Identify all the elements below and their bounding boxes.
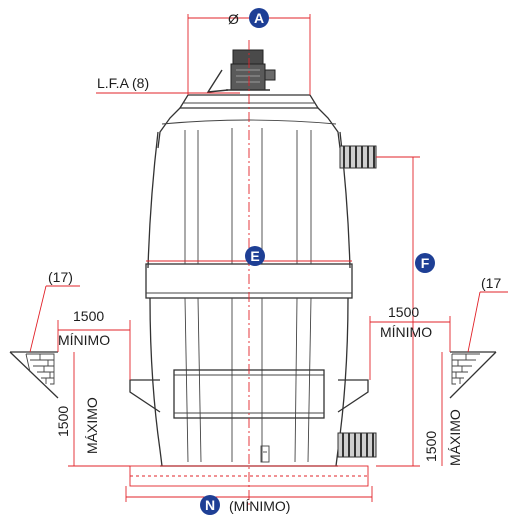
motor-assembly <box>206 49 276 93</box>
left-vertical-value: 1500 <box>55 406 71 437</box>
lower-pipe <box>337 432 377 458</box>
badge-n: N <box>200 495 220 515</box>
left-horizontal-value: 1500 <box>73 308 104 324</box>
ref-label-right: (17 <box>481 275 501 291</box>
svg-text:E: E <box>250 248 259 264</box>
right-vertical-note: MÁXIMO <box>447 409 463 466</box>
right-excavation <box>449 351 497 399</box>
badge-f: F <box>415 253 435 273</box>
left-vertical-note: MÁXIMO <box>84 397 100 454</box>
left-excavation <box>9 351 59 399</box>
svg-text:F: F <box>421 255 430 271</box>
ref-label-left: (17) <box>48 269 73 285</box>
badge-e: E <box>245 246 265 266</box>
right-horizontal-value: 1500 <box>388 304 419 320</box>
svg-text:N: N <box>205 497 215 513</box>
right-vertical-value: 1500 <box>423 431 439 462</box>
upper-pipe <box>339 145 377 169</box>
bottom-note: (MÍNIMO) <box>229 498 290 514</box>
left-horizontal-note: MÍNIMO <box>58 332 110 348</box>
right-horizontal-note: MÍNIMO <box>380 324 432 340</box>
lfa-label: L.F.A (8) <box>97 75 149 91</box>
svg-text:A: A <box>254 10 264 26</box>
badge-a: A <box>249 8 269 28</box>
diameter-symbol: Ø <box>228 11 239 27</box>
